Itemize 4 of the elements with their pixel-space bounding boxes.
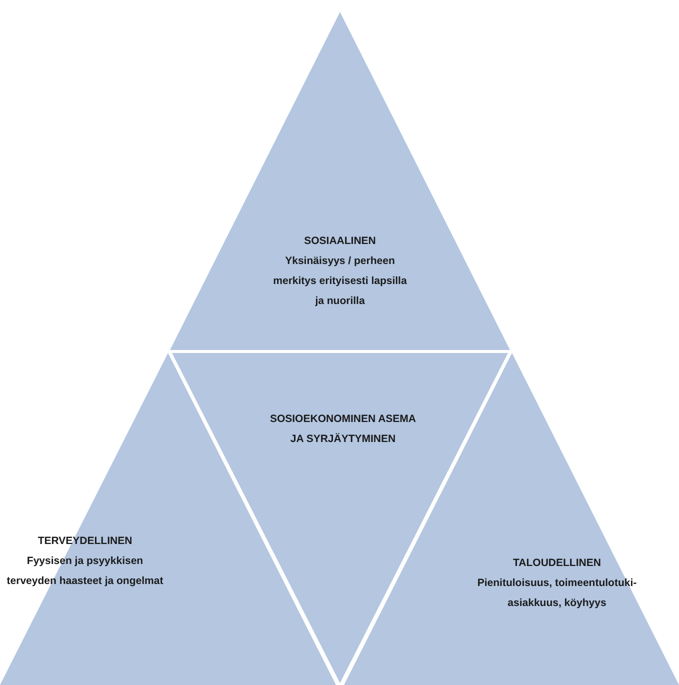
segment-text: SOSIAALINEN Yksinäisyys / perheen merkitys erityisesti lapsilla ja nuorilla [272, 234, 408, 309]
segment-text: TERVEYDELLINEN Fyysisen ja psyykkisen terveyden haasteet ja ongelmat [6, 534, 164, 589]
segment-text: SOSIOEKONOMINEN ASEMA JA SYRJÄYTYMINEN [268, 412, 418, 447]
segment-text: TALOUDELLINEN Pienituloisuus, toimeentulotuki-asiakkuus, köyhyys [477, 556, 637, 611]
